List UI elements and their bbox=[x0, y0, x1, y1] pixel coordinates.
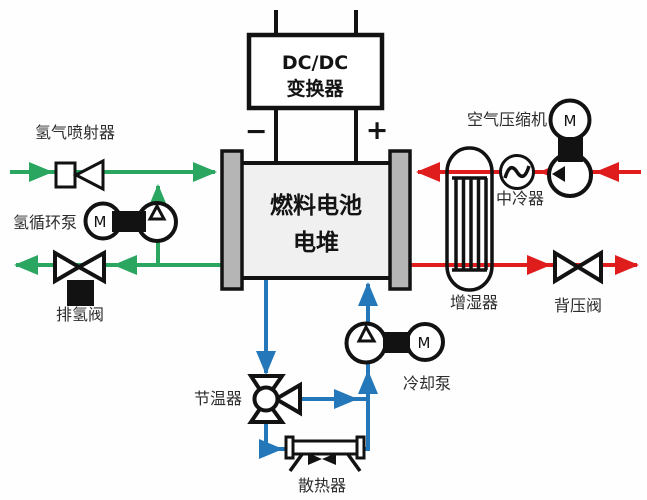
fan-icon bbox=[308, 453, 322, 465]
motor-letter: M bbox=[418, 334, 431, 352]
hydrogen-injector-symbol bbox=[54, 158, 105, 192]
stack-label-line1: 燃料电池 bbox=[270, 192, 362, 219]
coolant-pump-symbol: M bbox=[344, 321, 445, 365]
stack-label-line2: 电堆 bbox=[293, 230, 339, 256]
negative-terminal-label: − bbox=[245, 116, 268, 147]
hydrogen-injector-label: 氢气喷射器 bbox=[35, 123, 115, 142]
air-compressor-label: 空气压缩机 bbox=[467, 110, 547, 129]
thermostat-label: 节温器 bbox=[194, 389, 242, 408]
fuel-cell-stack: 燃料电池 电堆 bbox=[220, 149, 412, 291]
hydrogen-pump-symbol: M bbox=[83, 201, 178, 243]
motor-letter: M bbox=[564, 112, 577, 130]
heat-exchanger-wave-icon bbox=[503, 165, 531, 179]
back-pressure-valve-label: 背压阀 bbox=[554, 296, 602, 315]
pump-coupling bbox=[112, 211, 146, 232]
stack-body bbox=[238, 161, 394, 280]
injector-nozzle-icon bbox=[72, 158, 105, 192]
purge-valve-symbol bbox=[53, 249, 106, 306]
back-pressure-valve-symbol bbox=[553, 249, 603, 285]
dcdc-converter: DC/DC 变换器 − + bbox=[245, 10, 389, 163]
humidifier-symbol bbox=[445, 146, 494, 292]
air-compressor-symbol: M bbox=[547, 98, 593, 198]
humidifier-label: 增湿器 bbox=[450, 293, 498, 312]
dcdc-label-line1: DC/DC bbox=[282, 52, 348, 74]
positive-terminal-label: + bbox=[366, 115, 389, 146]
component-labels: 氢气喷射器 氢循环泵 排氢阀 空气压缩机 中冷器 增湿器 背压阀 节温器 冷却泵… bbox=[13, 110, 602, 495]
pump-coupling bbox=[383, 332, 410, 353]
dcdc-label-line2: 变换器 bbox=[286, 77, 344, 100]
coolant-pump-label: 冷却泵 bbox=[403, 374, 451, 393]
thermostat-symbol bbox=[247, 374, 302, 424]
stack-end-plate-left bbox=[220, 149, 244, 291]
dcdc-converter-box bbox=[246, 32, 385, 111]
compressor-coupling bbox=[558, 137, 583, 162]
radiator-label: 散热器 bbox=[298, 476, 346, 495]
intercooler-symbol bbox=[499, 154, 535, 190]
coolant-to-radiator-line bbox=[264, 421, 287, 451]
stack-end-plate-right bbox=[388, 149, 412, 291]
valve-actuator bbox=[67, 280, 94, 306]
fan-icon bbox=[322, 453, 336, 465]
motor-letter: M bbox=[94, 213, 107, 231]
intercooler-label: 中冷器 bbox=[496, 189, 544, 208]
pump-direction-icon bbox=[356, 323, 377, 343]
hydrogen-pump-label: 氢循环泵 bbox=[13, 213, 77, 232]
radiator-symbol bbox=[284, 435, 366, 473]
pump-direction-icon bbox=[147, 202, 167, 221]
compressor-direction-icon bbox=[552, 166, 565, 182]
coolant-return-line bbox=[358, 282, 378, 451]
purge-valve-label: 排氢阀 bbox=[56, 305, 104, 324]
